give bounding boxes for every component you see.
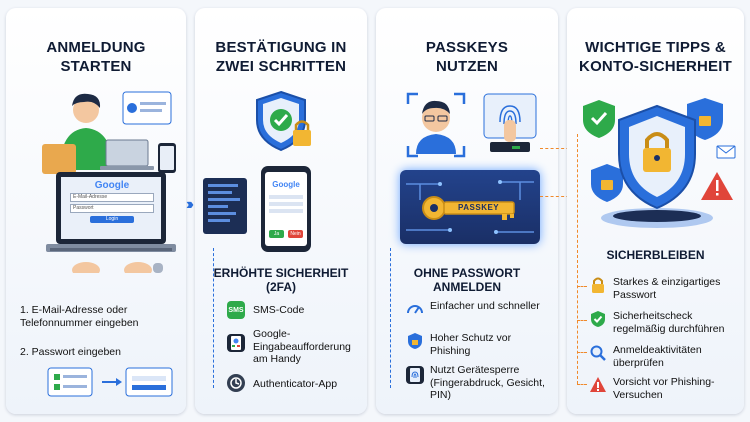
password-windows-illustration (47, 367, 173, 397)
flow-arrow-1-2: ››› (186, 196, 194, 213)
passkey-label: PASSKEY (458, 203, 500, 212)
2fa-item-label: SMS-Code (253, 304, 305, 316)
2fa-item-label: Authenticator-App (253, 378, 338, 390)
panel-tips-security: WICHTIGE TIPPS & KONTO-SICHERHEIT SICHER… (567, 8, 744, 414)
shield-lock-icon (256, 90, 311, 152)
phone-no-button[interactable]: Nein (288, 230, 303, 238)
title-line-1: ANMELDUNG (46, 39, 146, 56)
connector-tick-2 (577, 320, 587, 321)
subtitle-line-1: OHNE PASSWORT (413, 266, 521, 280)
2fa-item-label: Google-Eingabeaufforderung am Handy (253, 328, 351, 365)
tip-item-label: Anmeldeaktivitäten überprüfen (613, 344, 702, 369)
section-subtitle: ERHÖHTE SICHERHEIT (2FA) (195, 266, 367, 294)
tip-item-review-activity: Anmeldeaktivitäten überprüfen (613, 344, 741, 369)
section-subtitle: SICHERBLEIBEN (606, 248, 705, 262)
password-field[interactable]: Passwort (70, 204, 154, 213)
warning-icon (589, 376, 607, 394)
subtitle-line-1: ERHÖHTE SICHERHEIT (213, 266, 349, 280)
2fa-item-sms: SMS-Code (253, 304, 363, 317)
passkey-item-label: Hoher Schutz vor Phishing (430, 332, 512, 357)
tip-item-security-check: Sicherheitscheck regelmäßig durchführen (613, 310, 741, 335)
sms-icon: SMS (227, 301, 245, 319)
connector-tick-4 (577, 384, 587, 385)
login-button[interactable]: Login (90, 216, 134, 223)
subtitle-line-2: (2FA) (266, 280, 296, 294)
passkey-item-label: Nutzt Gerätesperre (Fingerabdruck, Gesic… (430, 364, 545, 401)
title-line-1: BESTÄTIGUNG IN (215, 39, 347, 56)
phone-mockup: Google Ja Nein (261, 166, 311, 252)
code-screen-illustration (203, 178, 247, 234)
padlock-icon (589, 276, 607, 294)
step-1-text: 1. E-Mail-Adresse oder Telefonnummer ein… (20, 304, 184, 329)
tip-item-strong-password: Starkes & einzigartiges Passwort (613, 276, 741, 301)
step-2-text: 2. Passwort eingeben (20, 346, 184, 359)
tip-item-label: Starkes & einzigartiges Passwort (613, 276, 721, 301)
face-recognition-icon (406, 92, 466, 158)
shield-check-icon (589, 310, 607, 328)
title-line-2: ZWEI SCHRITTEN (215, 58, 347, 75)
subtitle-line-2: ANMELDEN (433, 280, 501, 294)
step-2-label: 2. Passwort eingeben (20, 346, 121, 358)
phone-yes-button[interactable]: Ja (269, 230, 284, 238)
login-form: Google E-Mail-Adresse Passwort Login (64, 180, 160, 236)
title-line-2: STARTEN (60, 58, 132, 75)
circuit-traces (406, 180, 534, 234)
panel-title: ANMELDUNG STARTEN (6, 38, 186, 76)
title-line-2: KONTO-SICHERHEIT (579, 58, 732, 75)
security-shields-illustration (583, 98, 736, 228)
2fa-item-google-prompt: Google-Eingabeaufforderung am Handy (253, 328, 363, 366)
speed-gauge-icon (406, 300, 424, 318)
panel-two-step-verification: BESTÄTIGUNG IN ZWEI SCHRITTEN Google Ja … (195, 8, 367, 414)
tip-item-label: Vorsicht vor Phishing-Versuchen (613, 376, 715, 401)
panel-passkeys: PASSKEYS NUTZEN PASSKEY (376, 8, 558, 414)
tip-item-label: Sicherheitscheck regelmäßig durchführen (613, 310, 725, 335)
panel-start-login: ANMELDUNG STARTEN Google E-Mail-Adresse (6, 8, 186, 414)
title-line-2: NUTZEN (435, 58, 499, 75)
passkey-item-label: Einfacher und schneller (430, 300, 540, 312)
phone-screen: Google Ja Nein (265, 172, 307, 246)
connector-line (577, 134, 578, 384)
shield-icon (406, 332, 424, 350)
fingerprint-phone-icon (406, 366, 424, 384)
email-field[interactable]: E-Mail-Adresse (70, 193, 154, 202)
connector-line (390, 248, 391, 388)
phone-field-2 (269, 202, 303, 206)
login-brand-google: Google (94, 180, 130, 191)
panel-title: PASSKEYS NUTZEN (376, 38, 558, 76)
title-line-1: PASSKEYS (425, 39, 509, 56)
connector-line (213, 248, 214, 388)
phone-field-3 (269, 209, 303, 213)
title-line-1: WICHTIGE TIPPS & (585, 39, 726, 56)
connector-3-4-top (540, 148, 580, 149)
passkey-circuit-board: PASSKEY (400, 170, 540, 244)
step-1-label: 1. E-Mail-Adresse oder Telefonnummer ein… (20, 304, 139, 329)
google-prompt-phone-icon (227, 334, 245, 352)
connector-3-4-mid (540, 196, 580, 197)
magnifier-icon (589, 344, 607, 362)
tip-item-phishing-warning: Vorsicht vor Phishing-Versuchen (613, 376, 741, 401)
passkey-item-phishing: Hoher Schutz vor Phishing (430, 332, 550, 357)
passkey-item-device-lock: Nutzt Gerätesperre (Fingerabdruck, Gesic… (430, 364, 550, 402)
passkey-item-fast: Einfacher und schneller (430, 300, 550, 313)
panel-title: WICHTIGE TIPPS & KONTO-SICHERHEIT (567, 38, 744, 76)
fingerprint-scanner-icon (483, 93, 537, 152)
connector-tick-1 (577, 286, 587, 287)
panel-title: BESTÄTIGUNG IN ZWEI SCHRITTEN (195, 38, 367, 76)
phone-field-1 (269, 195, 303, 199)
connector-tick-3 (577, 352, 587, 353)
phone-brand-google: Google (272, 180, 300, 189)
section-subtitle: OHNE PASSWORT ANMELDEN (376, 266, 558, 294)
authenticator-app-icon (227, 374, 245, 392)
2fa-item-authenticator: Authenticator-App (253, 378, 363, 391)
